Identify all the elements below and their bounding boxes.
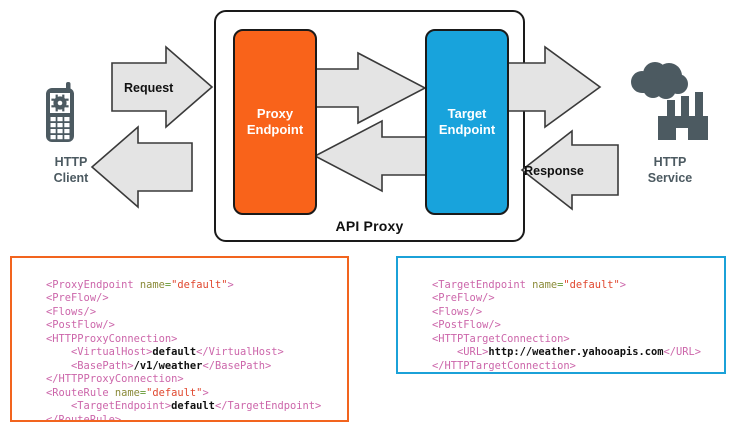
http-client-label: HTTP Client	[53, 155, 89, 185]
http-service-node: HTTP Service	[620, 62, 720, 186]
http-client-node: HTTP Client	[22, 80, 120, 186]
target-endpoint-code-block: <TargetEndpoint name="default"> <PreFlow…	[396, 256, 726, 374]
request-arrow	[111, 45, 214, 129]
proxy-endpoint-code-block: <ProxyEndpoint name="default"> <PreFlow/…	[10, 256, 349, 422]
mobile-phone-icon	[46, 82, 74, 142]
request-arrow-label: Request	[124, 81, 174, 95]
api-proxy-label: API Proxy	[335, 218, 404, 234]
factory-cloud-icon	[631, 62, 708, 140]
proxy-endpoint-code: <ProxyEndpoint name="default"> <PreFlow/…	[21, 278, 322, 422]
target-endpoint-label: Target Endpoint	[438, 105, 496, 137]
target-endpoint-box[interactable]: Target Endpoint	[425, 29, 509, 215]
response-arrow	[520, 129, 619, 211]
target-endpoint-code: <TargetEndpoint name="default"> <PreFlow…	[407, 278, 702, 372]
http-service-label: HTTP Service	[647, 155, 693, 185]
response-arrow-label: Response	[524, 164, 584, 178]
proxy-endpoint-box[interactable]: Proxy Endpoint	[233, 29, 317, 215]
proxy-endpoint-label: Proxy Endpoint	[246, 105, 304, 137]
